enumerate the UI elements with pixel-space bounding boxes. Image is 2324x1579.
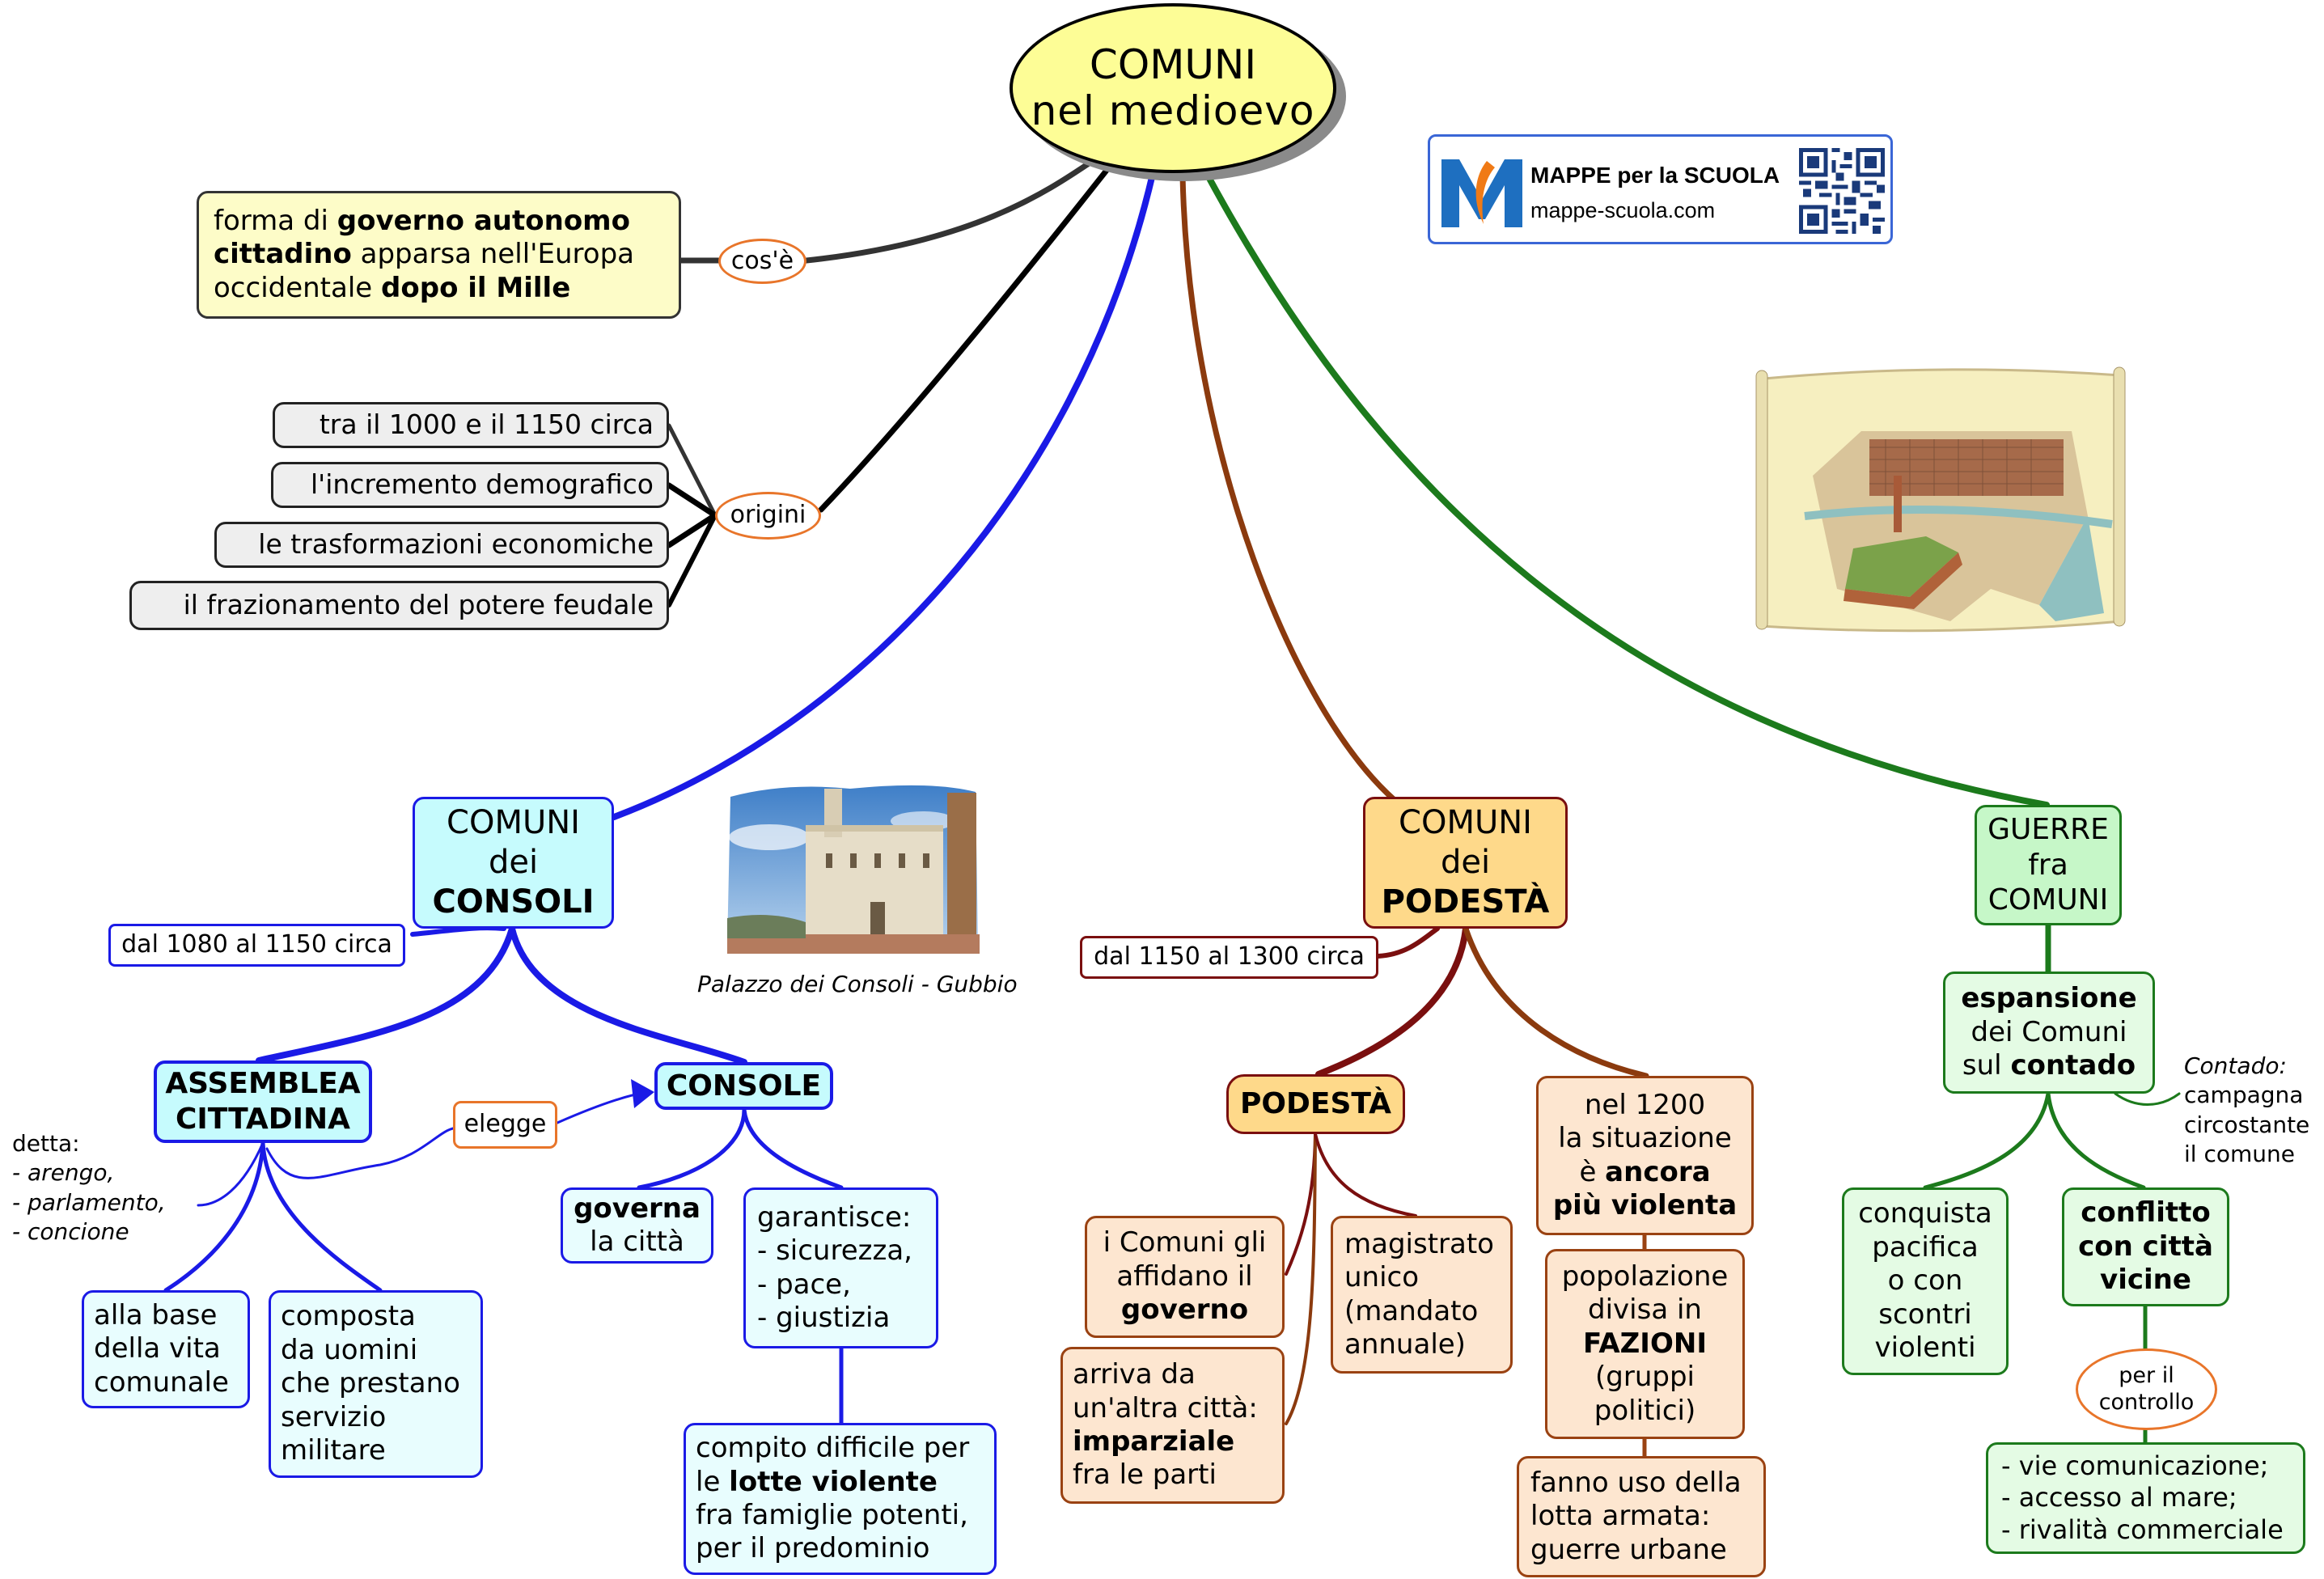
link-assemblea-composta xyxy=(260,1141,383,1293)
definition-line: occidentale dopo il Mille xyxy=(214,271,571,304)
link-console-governa xyxy=(637,1107,747,1190)
link-root-cose xyxy=(803,157,1097,264)
root-subtitle: nel medioevo xyxy=(1031,87,1315,134)
link-espansione-conflitto xyxy=(2046,1091,2146,1190)
link-root-podesta xyxy=(1179,173,1399,804)
definition-line: cittadino apparsa nell'Europa xyxy=(214,238,634,271)
link-label-elegge[interactable]: elegge xyxy=(453,1101,557,1149)
palazzo-dei-consoli-photo xyxy=(721,781,982,959)
link-sub-arriva xyxy=(1285,1132,1317,1425)
root-node[interactable]: COMUNI nel medioevo xyxy=(1010,3,1336,173)
assemblea-names-note: detta: - arengo, - parlamento, - concion… xyxy=(12,1130,166,1246)
nel-1200-node[interactable]: nel 1200 la situazione è ancora più viol… xyxy=(1536,1076,1754,1235)
garantisce-node[interactable]: garantisce: - sicurezza, - pace, - giust… xyxy=(743,1187,938,1348)
vie-node[interactable]: - vie comunicazione; - accesso al mare; … xyxy=(1986,1442,2305,1554)
affidano-node[interactable]: i Comuni gli affidano il governo xyxy=(1085,1216,1285,1338)
link-sub-affidano xyxy=(1285,1132,1317,1276)
origin-item[interactable]: il frazionamento del potere feudale xyxy=(129,581,669,630)
link-assemblea-detta xyxy=(197,1141,265,1207)
comuni-podesta-node[interactable]: COMUNI dei PODESTÀ xyxy=(1363,797,1568,929)
link-consoli-date xyxy=(410,925,506,937)
popolazione-node[interactable]: popolazione divisa in FAZIONI (gruppi po… xyxy=(1545,1249,1745,1439)
link-root-origini xyxy=(818,165,1111,513)
console-node[interactable]: CONSOLE xyxy=(654,1062,833,1110)
assemblea-cittadina-node[interactable]: ASSEMBLEA CITTADINA xyxy=(154,1060,372,1143)
conflitto-node[interactable]: conflitto con città vicine xyxy=(2062,1187,2229,1306)
link-origini-item4 xyxy=(667,513,718,607)
arrowhead-elegge xyxy=(631,1079,654,1108)
link-podesta-nel1200 xyxy=(1463,925,1649,1079)
definition-box[interactable]: forma di governo autonomo cittadino appa… xyxy=(197,191,681,319)
conquista-node[interactable]: conquista pacifica o con scontri violent… xyxy=(1842,1187,2009,1375)
link-espansione-conquista xyxy=(1923,1091,2051,1190)
compito-node[interactable]: compito difficile per le lotte violente … xyxy=(684,1423,997,1575)
podesta-sub-node[interactable]: PODESTÀ xyxy=(1226,1074,1405,1134)
guerre-fra-comuni-node[interactable]: GUERRE fra COMUNI xyxy=(1975,805,2122,925)
governa-node[interactable]: governa la città xyxy=(561,1187,713,1264)
composta-node[interactable]: composta da uomini che prestano servizio… xyxy=(269,1290,483,1478)
fanno-uso-node[interactable]: fanno uso della lotta armata: guerre urb… xyxy=(1517,1456,1766,1577)
link-origini-item2 xyxy=(666,482,718,519)
alla-base-node[interactable]: alla base della vita comunale xyxy=(82,1290,250,1408)
photo-caption: Palazzo dei Consoli - Gubbio xyxy=(697,971,1018,997)
root-title: COMUNI xyxy=(1089,40,1257,88)
link-assemblea-alla-base xyxy=(163,1141,265,1293)
mappe-logo-icon xyxy=(1441,159,1522,227)
origin-item[interactable]: l'incremento demografico xyxy=(271,462,669,508)
espansione-node[interactable]: espansione dei Comuni sul contado xyxy=(1943,972,2155,1094)
link-sub-magistrato xyxy=(1314,1132,1417,1217)
link-origini-item3 xyxy=(666,512,718,548)
definition-line: forma di governo autonomo xyxy=(214,204,630,237)
medieval-city-map-illustration xyxy=(1748,354,2134,646)
link-elegge-console xyxy=(556,1090,649,1124)
origin-item[interactable]: tra il 1000 e il 1150 circa xyxy=(273,402,669,448)
link-label-per-il-controllo[interactable]: per il controllo xyxy=(2076,1348,2217,1430)
logo-url[interactable]: mappe-scuola.com xyxy=(1530,198,1716,222)
link-espansione-note xyxy=(2114,1092,2181,1106)
link-podesta-date xyxy=(1376,926,1440,959)
link-console-garantisce xyxy=(742,1107,844,1190)
link-label-origini[interactable]: origini xyxy=(715,492,821,540)
magistrato-node[interactable]: magistrato unico (mandato annuale) xyxy=(1331,1216,1513,1374)
qr-code-icon xyxy=(1799,148,1885,234)
link-root-consoli xyxy=(611,171,1156,820)
comuni-consoli-node[interactable]: COMUNI dei CONSOLI xyxy=(413,797,614,929)
consoli-period[interactable]: dal 1080 al 1150 circa xyxy=(108,924,405,967)
arriva-node[interactable]: arriva da un'altra città: imparziale fra… xyxy=(1060,1347,1285,1504)
origin-item[interactable]: le trasformazioni economiche xyxy=(214,522,669,568)
mappe-scuola-logo-box[interactable]: MAPPE per la SCUOLA mappe-scuola.com xyxy=(1428,134,1893,244)
logo-title: MAPPE per la SCUOLA xyxy=(1530,163,1780,188)
podesta-period[interactable]: dal 1150 al 1300 circa xyxy=(1080,936,1378,979)
link-origini-item1 xyxy=(667,423,718,518)
contado-note: Contado: campagna circostante il comune xyxy=(2184,1052,2310,1168)
link-label-cose[interactable]: cos'è xyxy=(718,239,806,284)
